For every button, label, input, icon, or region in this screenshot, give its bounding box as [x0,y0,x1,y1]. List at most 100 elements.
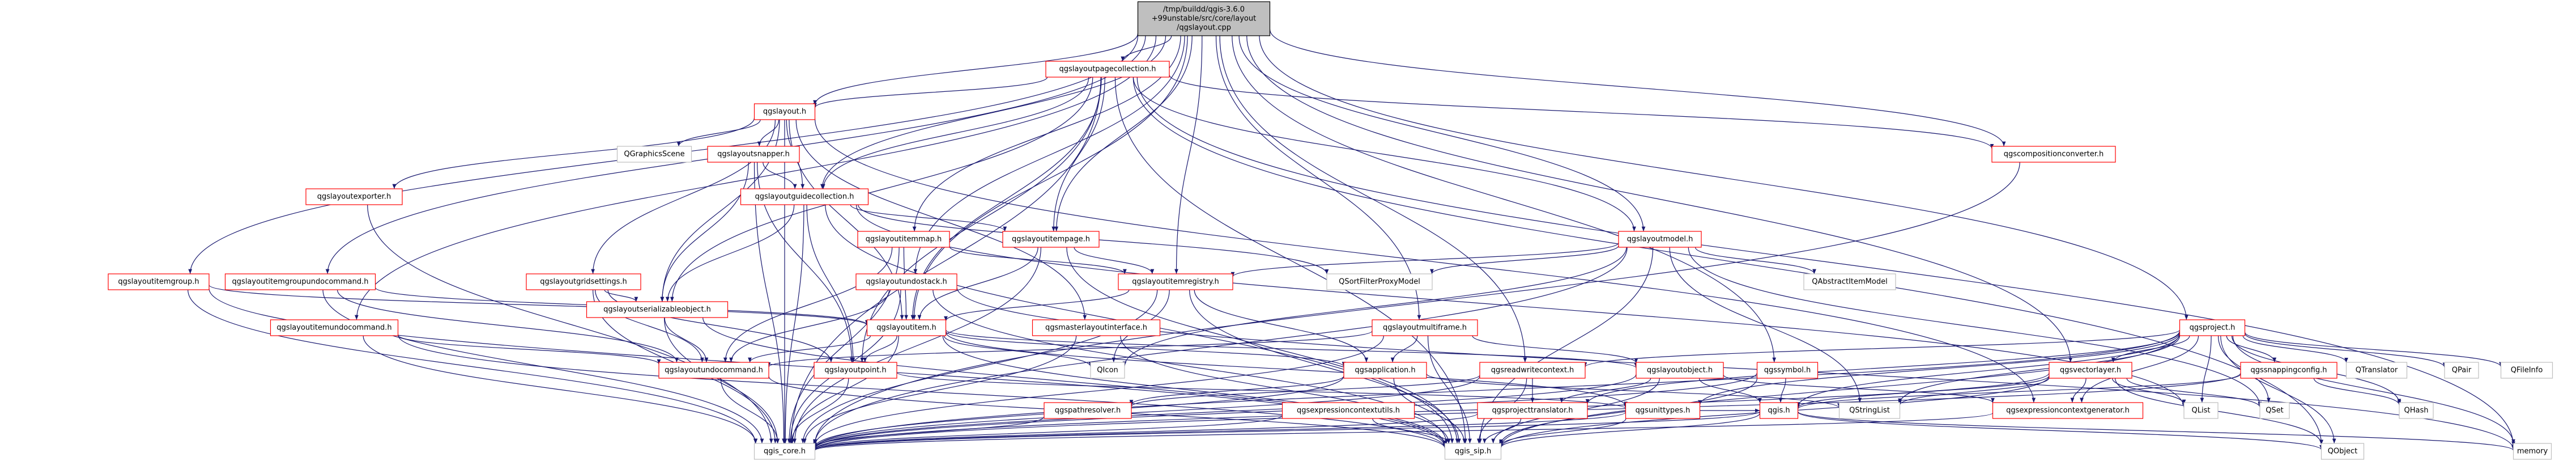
node-label: QHash [2404,407,2429,415]
edge-vectorlayer-to-expressioncontextgenerator [2070,378,2087,403]
node-unittypes[interactable]: qgsunittypes.h [1625,402,1701,419]
node-box [2320,443,2365,460]
edge-qgis-to-qobject [1797,411,2323,450]
node-qfileinfo: QFileInfo [2500,362,2553,379]
node-expressioncontextgenerator[interactable]: qgsexpressioncontextgenerator.h [1992,402,2144,419]
edge-multiframe-to-layoutobject [1472,335,1638,363]
edge-root-to-compositionconverter [1269,29,2006,147]
edge-root-to-itemregistry [1174,35,1203,274]
node-label: qgslayoutpagecollection.h [1059,65,1156,74]
edge-root-to-guidecollection [820,35,1166,189]
node-model[interactable]: qgslayoutmodel.h [1618,231,1702,248]
node-masterlayout[interactable]: qgsmasterlayoutinterface.h [1032,319,1161,336]
node-label: qgslayoutitemmap.h [866,235,942,244]
node-box [108,273,210,290]
node-label: qgslayoutitemregistry.h [1132,278,1219,286]
node-itempage[interactable]: qgslayoutitempage.h [1002,231,1100,248]
edge-pagecollection-to-guidecollection [821,77,1089,189]
node-label: +99unstable/src/core/layout [1152,15,1256,23]
node-box [740,188,869,205]
node-itemgroupundo[interactable]: qgslayoutitemgroupundocommand.h [224,273,376,290]
edge-itemundo-to-qgscore [363,335,758,444]
edge-guidecollection-to-qgscore [783,204,804,444]
node-pathresolver[interactable]: qgspathresolver.h [1044,402,1132,419]
edge-itemmap-to-itemregistry [949,246,1127,274]
edge-projecttranslator-to-qgscore [813,413,1478,450]
node-layoutitem[interactable]: qgslayoutitem.h [866,319,947,336]
node-vectorlayer[interactable]: qgsvectorlayer.h [2049,362,2132,379]
node-sortfilter: QSortFilterProxyModel [1326,273,1433,290]
edge-project-to-qstringlist [1898,335,2181,404]
edge-pagecollection-to-memory [1136,77,2515,447]
edge-qgis-to-qgscore [813,411,1761,451]
edge-root-to-model [1238,35,1646,232]
edge-project-to-readwritecontext [1583,329,2181,367]
edge-itemmap-to-undocommand [723,247,893,363]
node-itemmap[interactable]: qgslayoutitemmap.h [857,231,950,248]
node-box [1137,1,1271,36]
node-label: qgsexpressioncontextutils.h [1297,407,1400,415]
node-exporter[interactable]: qgslayoutexporter.h [305,188,403,205]
node-readwritecontext[interactable]: qgsreadwritecontext.h [1479,362,1586,379]
node-expressioncontextutils[interactable]: qgsexpressioncontextutils.h [1281,402,1415,419]
node-projecttranslator[interactable]: qgsprojecttranslator.h [1477,402,1588,419]
edge-pagecollection-to-qgissip [1114,77,1467,444]
edge-layout-to-masterlayout [795,119,1087,320]
node-label: qgsvectorlayer.h [2060,366,2121,375]
node-pagecollection[interactable]: qgslayoutpagecollection.h [1045,61,1170,78]
node-label: /tmp/buildd/qgis-3.6.0 [1163,6,1245,14]
node-label: qgsreadwritecontext.h [1491,366,1574,375]
node-snapper[interactable]: qgslayoutsnapper.h [707,146,800,163]
edge-readwritecontext-to-pathresolver [1129,374,1480,407]
node-label: qgslayoutmodel.h [1627,235,1693,244]
node-application[interactable]: qgsapplication.h [1343,362,1427,379]
node-undocommand[interactable]: qgslayoutundocommand.h [658,362,769,379]
node-root: /tmp/buildd/qgis-3.6.0+99unstable/src/co… [1137,1,1271,36]
node-label: qgsapplication.h [1355,366,1415,375]
node-qgis[interactable]: qgis.h [1759,402,1799,419]
node-serializable[interactable]: qgslayoutserializableobject.h [586,301,729,318]
node-layoutpoint[interactable]: qgslayoutpoint.h [814,362,897,379]
edge-model-to-qgscore [813,247,1628,445]
node-label: qgslayoutundostack.h [866,278,947,286]
node-label: QAbstractItemModel [1812,278,1887,286]
edge-pagecollection-to-compositionconverter [1169,74,1994,149]
node-box [1343,362,1427,379]
edge-model-to-qstringlist [1669,247,1862,403]
node-label: qgslayoutitemgroup.h [118,278,199,286]
node-project[interactable]: qgsproject.h [2179,319,2246,336]
node-label: /qgslayout.cpp [1177,24,1231,32]
edge-layoutitem-to-qgissip [942,335,1447,446]
edge-gridsettings-to-undocommand [595,289,704,363]
edge-expressioncontextutils-to-qgscore [813,415,1283,450]
edge-project-to-qpair [2244,333,2447,368]
node-box [1044,402,1132,419]
node-symbol[interactable]: qgssymbol.h [1756,362,1819,379]
edge-project-to-qobject [2220,335,2336,444]
node-undostack[interactable]: qgslayoutundostack.h [855,273,957,290]
node-box [526,273,641,290]
node-compositionconverter[interactable]: qgscompositionconverter.h [1991,146,2116,163]
edge-root-to-multiframe [1215,35,1421,320]
node-layout[interactable]: qgslayout.h [753,103,816,120]
node-layoutobject[interactable]: qgslayoutobject.h [1636,362,1724,379]
node-itemgroup[interactable]: qgslayoutitemgroup.h [108,273,210,290]
node-label: qgslayoutundocommand.h [665,366,763,375]
node-guidecollection[interactable]: qgslayoutguidecollection.h [740,188,869,205]
edges-layer [188,29,2515,451]
node-snappingconfig[interactable]: qgssnappingconfig.h [2240,362,2337,379]
node-itemundo[interactable]: qgslayoutitemundocommand.h [270,319,399,336]
edge-project-to-unittypes [1698,332,2181,405]
edge-model-to-abstractitemmodel [1694,247,1816,274]
node-box [1281,402,1415,419]
node-gridsettings[interactable]: qgslayoutgridsettings.h [526,273,641,290]
node-label: qgspathresolver.h [1055,407,1121,415]
edge-itemgroup-to-qgscore [188,289,757,444]
node-itemregistry[interactable]: qgslayoutitemregistry.h [1118,273,1233,290]
edge-layoutitem-to-undocommand [748,335,871,363]
edge-application-to-qgissip [1393,378,1467,444]
edge-projecttranslator-to-qgissip [1483,418,1522,444]
edge-itempage-to-itemregistry [1074,247,1155,274]
node-box [2259,402,2290,419]
node-multiframe[interactable]: qgslayoutmultiframe.h [1372,319,1478,336]
